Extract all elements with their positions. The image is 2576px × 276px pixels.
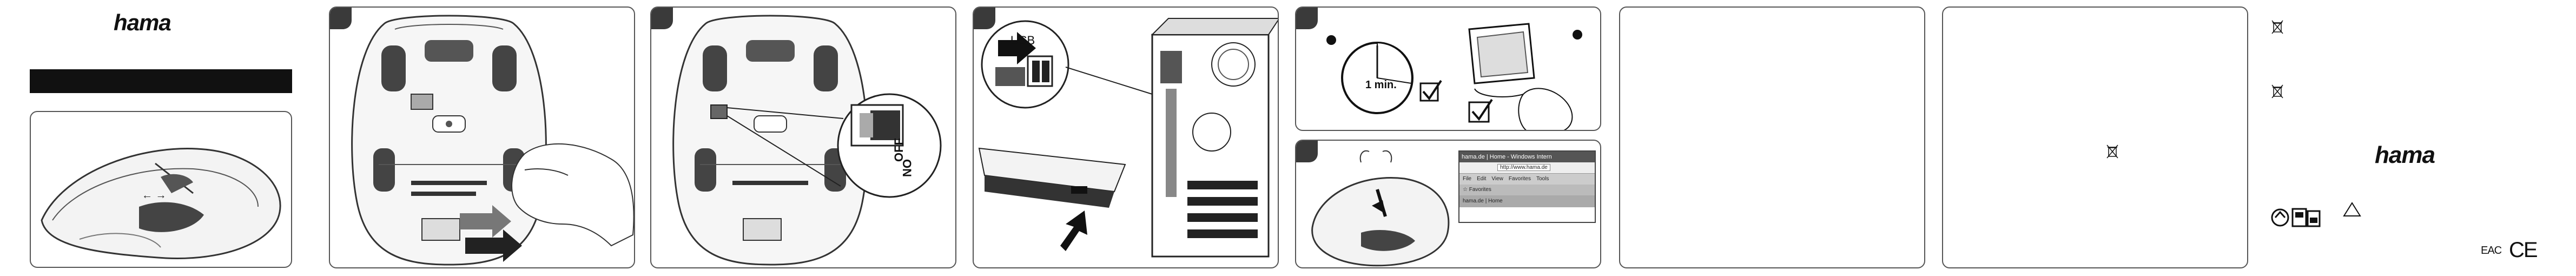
menu-edit[interactable]: Edit bbox=[1477, 176, 1487, 182]
ce-mark: CE bbox=[2509, 238, 2538, 262]
favorites-star-icon: ☆ bbox=[1463, 187, 1468, 193]
menu-file[interactable]: File bbox=[1463, 176, 1472, 182]
triangle-icon bbox=[2343, 202, 2361, 216]
clock-icon bbox=[1326, 23, 1582, 130]
step-number-tab bbox=[1296, 8, 1318, 29]
eac-mark: EAC bbox=[2481, 245, 2502, 257]
menu-favorites[interactable]: Favorites bbox=[1508, 176, 1531, 182]
switch-off-label: OFF bbox=[892, 138, 906, 162]
step-panel-battery bbox=[329, 6, 635, 268]
weee-bin-icon bbox=[2271, 20, 2283, 34]
menu-tools[interactable]: Tools bbox=[1536, 176, 1549, 182]
back-cover-section: hama EAC CE bbox=[2267, 0, 2576, 276]
step-number-tab bbox=[974, 8, 995, 29]
address-text: http://www.hama.de bbox=[1497, 164, 1550, 171]
browser-window: hama.de | Home - Windows Intern http://w… bbox=[1458, 150, 1596, 223]
favorites-label[interactable]: Favorites bbox=[1469, 187, 1491, 193]
browser-menu-bar: File Edit View Favorites Tools bbox=[1459, 174, 1595, 185]
favorites-bar: ☆ Favorites bbox=[1459, 185, 1595, 195]
disposal-panel bbox=[1942, 6, 2248, 268]
tab-label: hama.de | Home bbox=[1463, 198, 1503, 204]
mouse-bottom-icon bbox=[672, 15, 942, 266]
switch-on-label: ON bbox=[900, 159, 914, 177]
step-panel-switch: OFF ON bbox=[650, 6, 956, 268]
browser-tab[interactable]: hama.de | Home bbox=[1459, 195, 1595, 207]
brand-logo: hama bbox=[2375, 142, 2435, 168]
browser-address-bar[interactable]: http://www.hama.de bbox=[1459, 162, 1595, 174]
step-panel-usb: USB bbox=[973, 6, 1279, 268]
usb-label: USB bbox=[1010, 34, 1035, 47]
product-image-panel: ← → bbox=[30, 111, 292, 268]
usb-receiver-icon bbox=[978, 18, 1278, 258]
recycling-icon bbox=[2271, 208, 2321, 227]
step-number-tab bbox=[330, 8, 352, 29]
browser-title-bar: hama.de | Home - Windows Intern bbox=[1459, 152, 1595, 162]
mouse-bottom-icon bbox=[351, 15, 634, 266]
title-bar bbox=[30, 69, 292, 93]
step-panel-wait: 1 min. bbox=[1295, 6, 1601, 131]
cover-section: hama ← → bbox=[0, 0, 303, 276]
weee-bin-icon bbox=[2271, 84, 2283, 98]
mouse-icon bbox=[1311, 150, 1450, 267]
step-number-tab bbox=[651, 8, 673, 29]
hand-icon bbox=[1518, 88, 1573, 130]
step-number-tab bbox=[1296, 141, 1318, 162]
blank-panel-1 bbox=[1619, 6, 1925, 268]
weee-bin-icon bbox=[2106, 144, 2118, 159]
brand-logo: hama bbox=[114, 10, 171, 35]
menu-view[interactable]: View bbox=[1491, 176, 1503, 182]
svg-text:← →: ← → bbox=[142, 189, 167, 201]
step-panel-browser: hama.de | Home - Windows Intern http://w… bbox=[1295, 140, 1601, 268]
clock-duration-label: 1 min. bbox=[1365, 79, 1397, 91]
mouse-icon: ← → bbox=[41, 148, 281, 259]
